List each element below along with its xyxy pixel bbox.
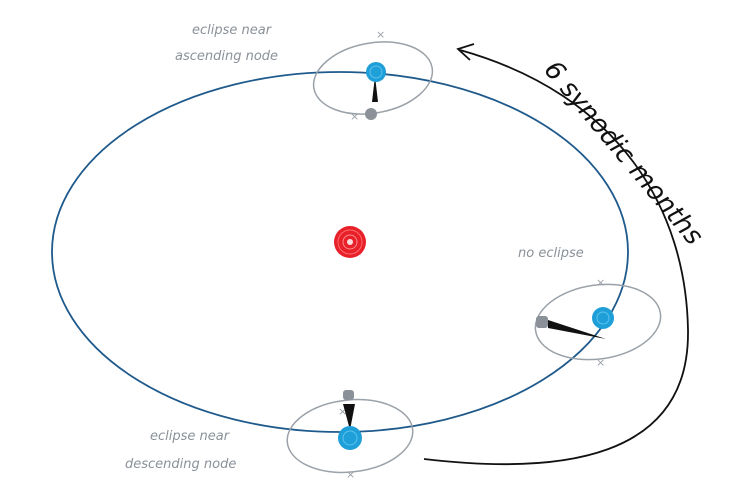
- earth: [366, 62, 386, 82]
- node-mark: ×: [596, 356, 605, 369]
- node-mark: ×: [338, 405, 347, 418]
- descending-node-system: × × eclipse near descending node: [125, 390, 414, 481]
- moon: [536, 316, 548, 328]
- ascending-label-line1: eclipse near: [192, 23, 273, 38]
- node-mark: ×: [596, 276, 605, 289]
- moon: [365, 108, 377, 120]
- descending-label-line2: descending node: [125, 457, 236, 472]
- arrow-curve: [423, 49, 689, 466]
- no-eclipse-label: no eclipse: [518, 246, 584, 261]
- node-mark: ×: [376, 28, 385, 41]
- earth: [592, 307, 614, 329]
- node-mark: ×: [346, 468, 355, 481]
- ascending-node-system: × × eclipse near ascending node: [175, 23, 434, 123]
- moon-shadow-cone: [372, 76, 378, 102]
- earth: [338, 426, 362, 450]
- no-eclipse-system: × × no eclipse: [518, 246, 662, 369]
- moon: [343, 390, 354, 400]
- node-mark: ×: [350, 110, 359, 123]
- arrowhead: [456, 43, 475, 61]
- sun: [334, 226, 366, 258]
- moon-shadow-cone: [343, 404, 355, 430]
- moon-orbit: [286, 398, 414, 474]
- ascending-label-line2: ascending node: [175, 49, 278, 64]
- moon-shadow-cone: [548, 320, 606, 339]
- moon-orbit: [312, 41, 434, 115]
- moon-orbit: [534, 283, 662, 361]
- descending-label-line1: eclipse near: [150, 429, 231, 444]
